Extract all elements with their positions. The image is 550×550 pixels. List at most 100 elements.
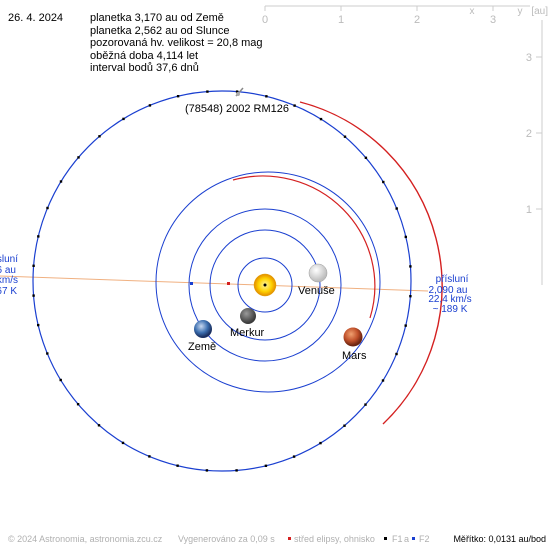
- venus-label: Venuše: [298, 285, 335, 297]
- orbit-point: [319, 441, 322, 445]
- orbit-point: [381, 379, 385, 382]
- asteroid-icon: [235, 87, 244, 97]
- scale-text: Měřítko: 0,0131 au/bod: [453, 534, 546, 544]
- orbit-point: [264, 464, 268, 467]
- orbit-point: [343, 424, 346, 427]
- orbit-point: [37, 235, 40, 238]
- orbit-point: [176, 95, 180, 98]
- perihelion-speed: 22,4 km/s: [428, 294, 471, 305]
- orbit-point: [59, 180, 63, 183]
- orbit-point: [265, 95, 268, 98]
- orbit-point: [32, 264, 35, 267]
- mars-icon: [343, 327, 363, 347]
- y-axis: 3 2 1: [526, 20, 543, 285]
- aphelion-temp: 67 K: [0, 286, 17, 297]
- copyright-text: © 2024 Astronomia, astronomia.zcu.cz: [8, 534, 163, 544]
- interval-line: interval bodů 37,6 dnů: [90, 62, 199, 75]
- aphelion-label: ísluní 6 au km/s 67 K: [0, 254, 18, 297]
- aphelion-title: ísluní: [0, 254, 18, 265]
- orbit-point: [148, 455, 151, 458]
- orbit-point: [382, 180, 385, 184]
- period-line: oběžná doba 4,114 let: [90, 49, 199, 62]
- y-axis-label: y: [518, 6, 523, 17]
- orbit-point: [176, 464, 179, 467]
- f2-marker: [190, 282, 193, 285]
- orbit-point: [235, 469, 238, 472]
- venus-icon: [308, 263, 328, 283]
- earth-distance-line: planetka 3,170 au od Země: [90, 12, 224, 24]
- perihelion-temp: ~ 189 K: [433, 304, 468, 315]
- orbit-point: [319, 117, 323, 121]
- mars-label: Mars: [342, 350, 367, 362]
- orbit-point: [404, 235, 407, 239]
- mercury-orbit: [237, 257, 293, 313]
- orbit-point: [395, 352, 398, 356]
- center-legend-marker: [288, 537, 291, 540]
- orbit-point: [46, 352, 49, 355]
- unit-label: [au]: [531, 6, 548, 17]
- x-tick-label: 2: [414, 14, 420, 26]
- perihelion-label: přísluní 2,090 au 22,4 km/s ~ 189 K: [428, 274, 471, 315]
- orbit-point: [206, 90, 209, 93]
- asteroid-orbit-near-segment: [299, 101, 443, 425]
- orbit-point: [148, 104, 152, 107]
- orbit-point: [59, 378, 62, 382]
- x-tick-label: 3: [490, 14, 496, 26]
- orbit-point: [98, 135, 101, 138]
- orbit-point: [409, 265, 412, 268]
- sun-distance-line: planetka 2,562 au od Slunce: [90, 24, 230, 37]
- orbit-point: [205, 469, 209, 472]
- f2-legend-marker: [412, 537, 415, 540]
- x-axis-label: x: [470, 6, 475, 17]
- generated-text: Vygenerováno za 0,09 s: [178, 534, 275, 544]
- x-tick-label: 1: [338, 14, 344, 26]
- ellipse-center-marker: [227, 282, 230, 285]
- a-legend-text: a: [404, 534, 409, 544]
- orbit-point: [32, 294, 35, 297]
- orbit-point: [121, 441, 125, 445]
- date-label: 26. 4. 2024: [8, 12, 64, 24]
- orbit-point: [404, 324, 407, 327]
- asteroid-orbit: [32, 90, 412, 472]
- x-axis: 0 1 2 3 x y [au]: [262, 5, 548, 26]
- aphelion-speed: km/s: [0, 275, 18, 286]
- f2-legend-text: F2: [419, 534, 430, 544]
- orbit-point: [364, 403, 367, 406]
- center-legend-text: střed elipsy, ohnisko: [294, 534, 375, 544]
- mars-orbit: [155, 171, 381, 393]
- orbit-point: [364, 156, 368, 159]
- perihelion-distance: 2,090 au: [429, 285, 468, 296]
- earth-label: Země: [188, 341, 216, 353]
- apsides-line: [0, 275, 429, 292]
- orbit-point: [292, 455, 296, 458]
- orbit-point: [409, 295, 412, 298]
- orbit-point: [37, 323, 40, 327]
- earth-icon: [194, 320, 212, 338]
- y-tick-label: 3: [526, 52, 532, 64]
- aphelion-distance: 6 au: [0, 265, 16, 276]
- mercury-icon: [240, 308, 256, 324]
- mercury-label: Merkur: [230, 327, 265, 339]
- f1-legend-text: F1: [392, 534, 403, 544]
- orbit-point: [46, 206, 49, 210]
- perihelion-title: přísluní: [436, 274, 469, 285]
- venus-orbit: [209, 229, 321, 341]
- orbit-points: [32, 90, 412, 472]
- mars-orbit-segment: [232, 175, 376, 319]
- magnitude-line: pozorovaná hv. velikost = 20,8 mag: [90, 37, 263, 50]
- asteroid-name: (78548) 2002 RM126: [185, 103, 289, 115]
- orbit-point: [293, 104, 296, 107]
- earth-orbit: [188, 208, 342, 362]
- orbit-point: [343, 135, 347, 138]
- orbit-point: [235, 90, 239, 93]
- f1-marker: [384, 537, 387, 540]
- orbit-point: [77, 156, 80, 159]
- orbit-point: [76, 403, 80, 406]
- orbit-point: [122, 117, 125, 121]
- sun-center: [263, 283, 267, 287]
- info-block: planetka 3,170 au od Země planetka 2,562…: [90, 12, 263, 75]
- y-tick-label: 2: [526, 128, 532, 140]
- footer: © 2024 Astronomia, astronomia.zcu.cz Vyg…: [8, 534, 546, 544]
